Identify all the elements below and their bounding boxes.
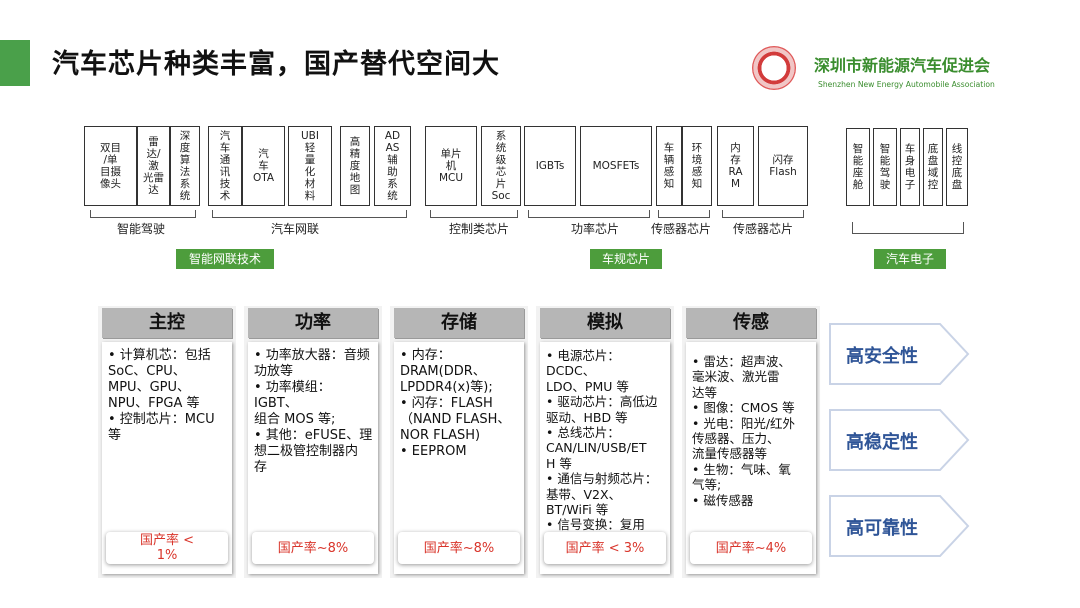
- brace-control-chips: [430, 210, 518, 218]
- domestic-rate-badge: 国产率 < 3%: [544, 532, 666, 564]
- column-title: 传感: [686, 308, 816, 338]
- cell-body-electronics: 车 身 电 子: [900, 128, 920, 206]
- column-text: • 计算机芯：包括 SoC、CPU、 MPU、GPU、 NPU、FPGA 等 •…: [108, 348, 215, 443]
- cell-mcu: 单片 机 MCU: [425, 126, 477, 206]
- column-text: • 功率放大器：音频 功放等 • 功率模组：IGBT、 组合 MOS 等; • …: [254, 348, 373, 475]
- cell-wire-chassis: 线 控 底 盘: [946, 128, 968, 206]
- group-label: 汽车电子: [874, 249, 946, 269]
- cell-smart-driving: 智 能 驾 驶: [873, 128, 897, 206]
- arrow-label-reliability: 高可靠性: [846, 518, 918, 539]
- column-title: 主控: [102, 308, 232, 338]
- brace-vehicle-network: [212, 210, 407, 218]
- cell-smart-cockpit: 智 能 座 舱: [846, 128, 870, 206]
- column-analog: 模拟 • 电源芯片：DCDC、 LDO、PMU 等 • 驱动芯片：高低边 驱动、…: [536, 306, 674, 578]
- category-label: 汽车网联: [270, 222, 319, 236]
- group-label: 智能网联技术: [176, 249, 274, 269]
- column-text: • 雷达：超声波、 毫米波、激光雷 达等 • 图像：CMOS 等 • 光电：阳光…: [692, 354, 796, 508]
- domestic-rate-badge: 国产率~4%: [690, 532, 812, 564]
- column-text: • 内存： DRAM(DDR、 LPDDR4(x)等); • 闪存：FLASH …: [400, 348, 511, 459]
- cell-ram: 内 存 RA M: [717, 126, 754, 206]
- arrow-label-safety: 高安全性: [846, 346, 918, 367]
- column-body: • 雷达：超声波、 毫米波、激光雷 达等 • 图像：CMOS 等 • 光电：阳光…: [686, 342, 816, 574]
- column-storage: 存储 • 内存： DRAM(DDR、 LPDDR4(x)等); • 闪存：FLA…: [390, 306, 528, 578]
- column-body: • 内存： DRAM(DDR、 LPDDR4(x)等); • 闪存：FLASH …: [394, 342, 524, 574]
- cell-igbts: IGBTs: [524, 126, 576, 206]
- category-label: 功率芯片: [570, 222, 619, 236]
- arrow-shape: [829, 495, 970, 557]
- page-title: 汽车芯片种类丰富，国产替代空间大: [52, 49, 500, 80]
- domestic-rate-badge: 国产率 < 1%: [106, 532, 228, 564]
- cell-vehicle-sensing: 车 辆 感 知: [656, 126, 682, 206]
- association-logo-icon: [752, 46, 796, 90]
- column-sensing: 传感 • 雷达：超声波、 毫米波、激光雷 达等 • 图像：CMOS 等 • 光电…: [682, 306, 820, 578]
- cell-adas: AD AS 辅 助 系 统: [374, 126, 411, 206]
- category-label: 控制类芯片: [448, 222, 509, 236]
- category-label: 智能驾驶: [116, 222, 165, 236]
- cell-chassis-domain: 底 盘 域 控: [923, 128, 943, 206]
- column-title: 存储: [394, 308, 524, 338]
- title-accent-bar: [0, 40, 30, 86]
- cell-hd-map: 高 精 度 地 图: [340, 126, 370, 206]
- cell-env-sensing: 环 境 感 知: [682, 126, 712, 206]
- cell-ubi: UBI 轻 量 化 材 料: [288, 126, 332, 206]
- group-label: 车规芯片: [590, 249, 662, 269]
- domestic-rate-badge: 国产率~8%: [252, 532, 374, 564]
- cell-soc: 系 统 级 芯 片 Soc: [481, 126, 521, 206]
- column-body: • 功率放大器：音频 功放等 • 功率模组：IGBT、 组合 MOS 等; • …: [248, 342, 378, 574]
- cell-radar: 雷 达/ 激 光雷 达: [137, 126, 170, 206]
- column-power: 功率 • 功率放大器：音频 功放等 • 功率模组：IGBT、 组合 MOS 等;…: [244, 306, 382, 578]
- column-title: 功率: [248, 308, 378, 338]
- brace-power-chips: [528, 210, 650, 218]
- column-body: • 电源芯片：DCDC、 LDO、PMU 等 • 驱动芯片：高低边 驱动、HBD…: [540, 342, 670, 574]
- brace-smart-driving: [90, 210, 196, 218]
- cell-depth-algorithm: 深 度 算 法 系 统: [170, 126, 200, 206]
- arrow-shape: [829, 323, 970, 385]
- column-body: • 计算机芯：包括 SoC、CPU、 MPU、GPU、 NPU、FPGA 等 •…: [102, 342, 232, 574]
- cell-flash: 闪存 Flash: [758, 126, 808, 206]
- category-label: 传感器芯片: [650, 222, 711, 236]
- domestic-rate-badge: 国产率~8%: [398, 532, 520, 564]
- column-main-control: 主控 • 计算机芯：包括 SoC、CPU、 MPU、GPU、 NPU、FPGA …: [98, 306, 236, 578]
- brace-auto-electronics: [852, 222, 964, 234]
- brace-sensor-chips: [658, 210, 710, 218]
- cell-ota: 汽 车 OTA: [242, 126, 285, 206]
- column-title: 模拟: [540, 308, 670, 338]
- org-name-en: Shenzhen New Energy Automobile Associati…: [818, 80, 995, 89]
- arrow-shape: [829, 409, 970, 471]
- arrow-label-stability: 高稳定性: [846, 432, 918, 453]
- cell-vehicle-comm: 汽 车 通 讯 技 术: [208, 126, 242, 206]
- cell-camera: 双目 /单 目摄 像头: [84, 126, 137, 206]
- cell-mosfets: MOSFETs: [580, 126, 652, 206]
- brace-memory-chips: [722, 210, 804, 218]
- org-name: 深圳市新能源汽车促进会: [814, 56, 991, 75]
- category-label: 传感器芯片: [732, 222, 793, 236]
